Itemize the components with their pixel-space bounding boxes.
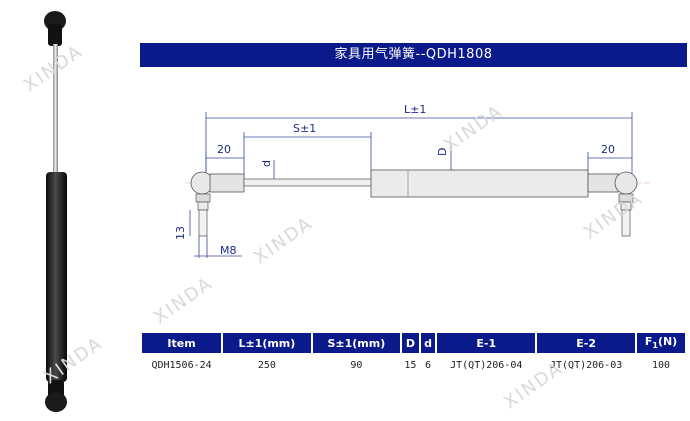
cell-end-1: JT(QT)206-04 bbox=[450, 359, 523, 371]
table-header-row: Item L±1(mm) S±1(mm) D d E-1 E-2 F1(N) bbox=[142, 333, 685, 353]
right-thread-stud bbox=[621, 209, 631, 237]
cell-rod-dia: 6 bbox=[425, 359, 432, 371]
spec-table: Item L±1(mm) S±1(mm) D d E-1 E-2 F1(N) Q… bbox=[140, 333, 687, 377]
length-label: L±1 bbox=[404, 103, 426, 116]
cell-item: QDH1506-24 bbox=[151, 359, 212, 371]
rod-diameter-label: d bbox=[260, 160, 273, 167]
stroke-label: S±1 bbox=[293, 122, 316, 135]
gas-spring-photo bbox=[44, 11, 67, 412]
cell-end-2: JT(QT)206-03 bbox=[550, 359, 623, 371]
col-force: F1(N) bbox=[637, 333, 685, 353]
thread-size-label: M8 bbox=[220, 244, 237, 257]
product-title: 家具用气弹簧--QDH1808 bbox=[140, 43, 687, 67]
cell-stroke: 90 bbox=[350, 359, 363, 371]
left-thread-stud bbox=[198, 209, 208, 237]
col-body-dia: D bbox=[402, 333, 419, 353]
left-end-label: 20 bbox=[217, 143, 231, 156]
col-stroke: S±1(mm) bbox=[312, 333, 401, 353]
right-ball-socket bbox=[614, 171, 638, 195]
right-end-label: 20 bbox=[601, 143, 615, 156]
thread-length-label: 13 bbox=[174, 226, 187, 240]
col-rod-dia: d bbox=[420, 333, 436, 353]
col-end-2: E-2 bbox=[537, 333, 636, 353]
body-diameter-label: D bbox=[436, 148, 449, 156]
cell-body-dia: 15 bbox=[404, 359, 417, 371]
col-length: L±1(mm) bbox=[223, 333, 311, 353]
technical-drawing: L±1 S±1 20 20 d D 13 M8 bbox=[174, 103, 650, 258]
col-end-1: E-1 bbox=[437, 333, 536, 353]
cylinder-body bbox=[370, 169, 589, 198]
col-item: Item bbox=[142, 333, 222, 353]
cell-length: 250 bbox=[257, 359, 276, 371]
piston-rod bbox=[243, 178, 373, 187]
cell-force: 100 bbox=[652, 359, 671, 371]
table-row: QDH1506-24 250 90 15 6 JT(QT)206-04 JT(Q… bbox=[142, 353, 685, 377]
